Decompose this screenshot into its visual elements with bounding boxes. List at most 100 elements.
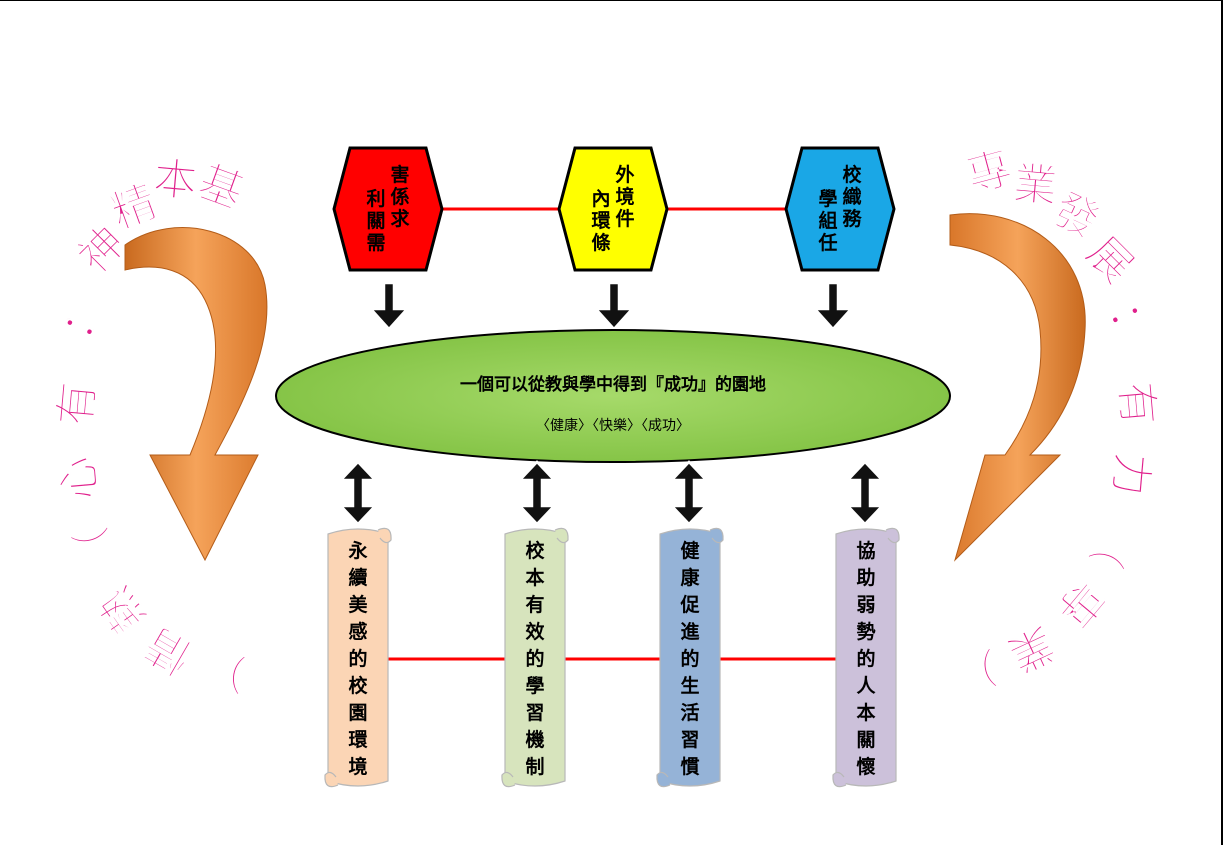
- scroll-char: 協: [856, 540, 875, 562]
- side-char: 有: [50, 380, 105, 428]
- scroll-body: [327, 528, 389, 787]
- scroll-char: 機: [525, 728, 544, 751]
- hexagon-char: 係: [390, 185, 409, 208]
- down-arrow-group: [368, 281, 854, 331]
- side-char: 業: [1011, 158, 1059, 213]
- side-char: （: [66, 522, 124, 575]
- scroll-curl: [377, 527, 392, 544]
- scroll-char: 感: [348, 620, 367, 643]
- hexagon-char: 校: [842, 163, 862, 186]
- scroll-curl: [501, 771, 516, 788]
- center-title: 一個可以從教與學中得到『成功』的園地: [460, 374, 766, 395]
- hexagon-shape: [784, 146, 896, 272]
- side-char: ：: [1098, 294, 1163, 355]
- scroll-curl: [554, 527, 569, 544]
- side-char: 本: [151, 153, 199, 208]
- hexagon-char: 境: [615, 185, 634, 208]
- scroll-char: 有: [525, 593, 544, 616]
- hexagon-char: 任: [817, 231, 837, 254]
- hexagon-char: 害: [390, 163, 409, 186]
- side-char: ：: [51, 286, 116, 347]
- hexagon-char: 求: [390, 207, 410, 230]
- scroll-char: 境: [348, 755, 367, 778]
- scroll-char: 校: [348, 674, 368, 697]
- scroll-char: 習: [525, 702, 544, 724]
- side-char: 力: [1103, 450, 1158, 498]
- scroll-char: 校: [525, 539, 545, 562]
- down-arrow-3: [812, 281, 854, 331]
- scroll-curl: [885, 527, 900, 544]
- scroll-char: 弱: [856, 594, 875, 616]
- scroll-char: 生: [680, 674, 699, 697]
- left-curved-arrow: [124, 227, 268, 562]
- scroll-char: 關: [856, 729, 875, 751]
- side-char: 業: [1000, 616, 1061, 681]
- hexagon-environment: 內環條 外境件: [557, 146, 669, 272]
- hexagon-char: 關: [366, 210, 385, 232]
- double-arrow-1: [338, 460, 378, 526]
- hexagon-shape: [557, 146, 669, 272]
- side-char: 熱: [89, 577, 156, 642]
- right-curved-arrow: [949, 213, 1086, 562]
- hexagon-char: 環: [591, 210, 611, 232]
- down-arrow-1: [368, 281, 410, 331]
- hexagon-char: 織: [842, 185, 861, 208]
- hexagon-char: 組: [818, 209, 837, 232]
- scroll-char: 健: [680, 539, 699, 562]
- scroll-char: 本: [525, 566, 544, 589]
- scroll-char: 續: [348, 566, 367, 589]
- scroll-curl: [709, 527, 724, 544]
- side-char: 基: [191, 156, 250, 219]
- down-arrow-2: [593, 281, 635, 331]
- scroll-char: 康: [680, 566, 700, 589]
- scroll-curl: [324, 771, 339, 788]
- scroll-char: 勢: [856, 620, 875, 643]
- scroll-curl: [832, 771, 847, 788]
- side-char: 情: [137, 617, 201, 683]
- center-ellipse: [275, 329, 951, 463]
- scroll-char: 效: [525, 620, 544, 643]
- scroll-char: 人: [856, 675, 876, 697]
- scroll-char: 促: [679, 593, 699, 616]
- hexagon-char: 件: [615, 207, 634, 230]
- hexagon-char: 條: [591, 231, 610, 254]
- scroll-char: 學: [525, 675, 544, 697]
- hexagon-char: 外: [615, 163, 634, 186]
- side-char: 專: [1046, 570, 1113, 636]
- hexagon-char: 學: [818, 188, 837, 210]
- scroll-body: [659, 528, 721, 787]
- scroll-curl: [656, 771, 671, 788]
- scroll-char: 環: [348, 729, 368, 751]
- scroll-char: 的: [680, 647, 699, 670]
- scroll-char: 進: [680, 621, 699, 643]
- double-arrow-3: [669, 460, 709, 526]
- double-arrow-2: [517, 460, 557, 526]
- side-char: ）: [951, 641, 1001, 697]
- side-char: 有: [1109, 380, 1164, 428]
- side-char: （: [1081, 518, 1141, 574]
- double-arrow-group: [338, 460, 885, 526]
- scroll-char: 的: [348, 647, 367, 670]
- double-arrow-4: [845, 460, 885, 526]
- scroll-char: 美: [348, 593, 368, 616]
- hexagon-shape: [332, 146, 444, 272]
- scroll-char: 制: [525, 755, 544, 778]
- hexagon-char: 利: [366, 188, 385, 210]
- scroll-body: [504, 528, 566, 787]
- scroll-char: 園: [348, 702, 367, 724]
- scroll-char: 永: [347, 539, 368, 562]
- hexagon-char: 內: [591, 188, 610, 210]
- scroll-char: 懷: [856, 755, 875, 778]
- scroll-char: 的: [856, 647, 875, 670]
- scroll-char: 慣: [680, 755, 699, 778]
- scroll-char: 的: [525, 647, 544, 670]
- scroll-char: 活: [680, 701, 699, 724]
